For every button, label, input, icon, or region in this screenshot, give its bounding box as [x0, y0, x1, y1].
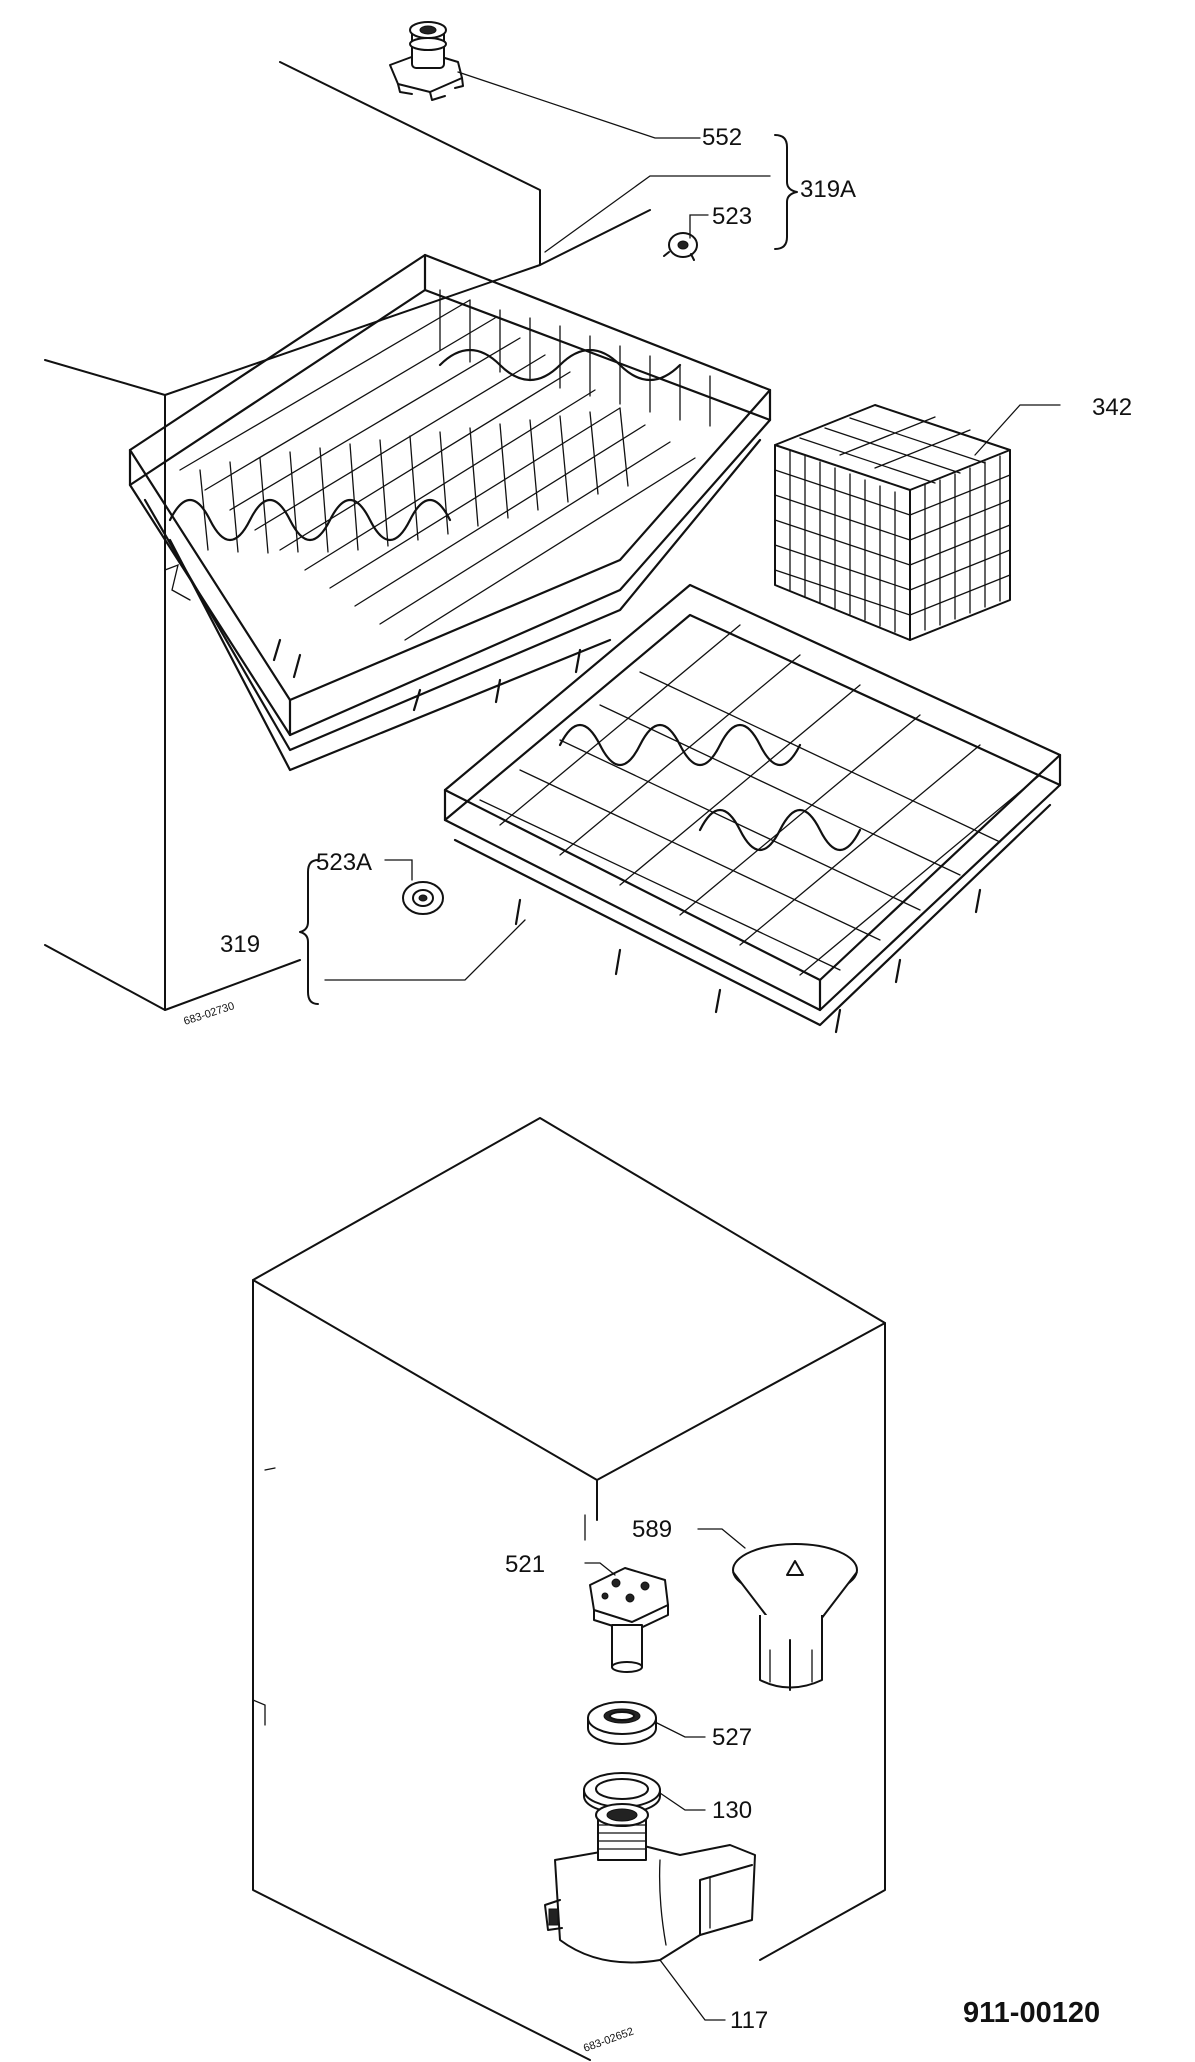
document-number: 911-00120: [963, 1997, 1100, 2029]
label-523A: 523A: [316, 849, 372, 876]
label-527: 527: [712, 1724, 752, 1751]
upper-leaders: [299, 71, 1061, 1005]
lower-view: 589 521 527 130 117 683-02652: [252, 1117, 886, 2061]
drawing-ref-lower: 683-02652: [582, 2026, 636, 2055]
cabinet-box: [252, 1117, 886, 2061]
part-552-bearing: [389, 21, 464, 101]
part-523A-roller: [402, 881, 444, 915]
part-589-funnel: [732, 1543, 858, 1691]
label-319: 319: [220, 931, 260, 958]
label-130: 130: [712, 1797, 752, 1824]
upper-rack: [128, 253, 772, 772]
lower-rack: [443, 583, 1062, 1034]
tub-outline-upper: [44, 61, 651, 1011]
label-552: 552: [702, 124, 742, 151]
label-117: 117: [730, 2007, 768, 2034]
label-523: 523: [712, 203, 752, 230]
part-521-hub: [589, 1567, 669, 1673]
part-527-nut: [587, 1701, 657, 1745]
lower-leaders: [584, 1514, 746, 2021]
drawing-ref-upper: 683-02730: [182, 1000, 236, 1028]
label-342: 342: [1092, 394, 1132, 421]
part-342-cutlery-basket: [774, 404, 1011, 641]
label-589: 589: [632, 1516, 672, 1543]
label-319A: 319A: [800, 176, 856, 203]
part-523-roller: [663, 232, 698, 261]
label-521: 521: [505, 1551, 545, 1578]
upper-view: 552 319A 523 342 523A 319 683-02730: [44, 21, 1132, 1034]
part-117-housing: [544, 1803, 756, 1964]
